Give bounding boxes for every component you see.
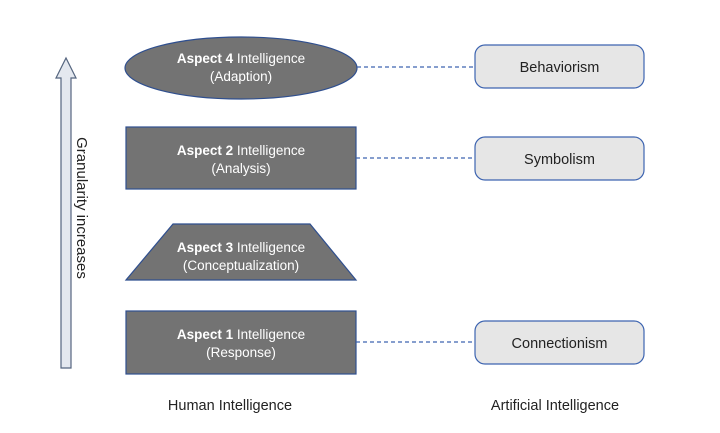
aspect3-title: Aspect 3 Intelligence [177, 240, 305, 255]
symbolism-box [474, 136, 645, 181]
aspect3-shape [124, 223, 358, 281]
connectionism-label: Connectionism [512, 336, 608, 352]
connectionism-box [474, 320, 645, 365]
artificial-intelligence-label: Artificial Intelligence [491, 398, 619, 414]
human-intelligence-label: Human Intelligence [168, 398, 292, 414]
symbolism-label: Symbolism [524, 152, 595, 168]
aspect4-shape [124, 36, 358, 100]
granularity-label: Granularity increases [73, 137, 90, 279]
aspect2-title: Aspect 2 Intelligence [177, 143, 305, 158]
aspect4-subtitle: (Adaption) [210, 69, 272, 84]
granularity-arrow [55, 56, 77, 369]
behaviorism-box [474, 44, 645, 89]
aspect1-subtitle: (Response) [206, 345, 276, 360]
aspect1-shape [125, 310, 357, 375]
aspect2-shape [125, 126, 357, 190]
aspect1-title: Aspect 1 Intelligence [177, 327, 305, 342]
aspect2-subtitle: (Analysis) [211, 161, 270, 176]
aspect4-title: Aspect 4 Intelligence [177, 51, 305, 66]
aspect3-subtitle: (Conceptualization) [183, 258, 299, 273]
behaviorism-label: Behaviorism [520, 60, 600, 76]
